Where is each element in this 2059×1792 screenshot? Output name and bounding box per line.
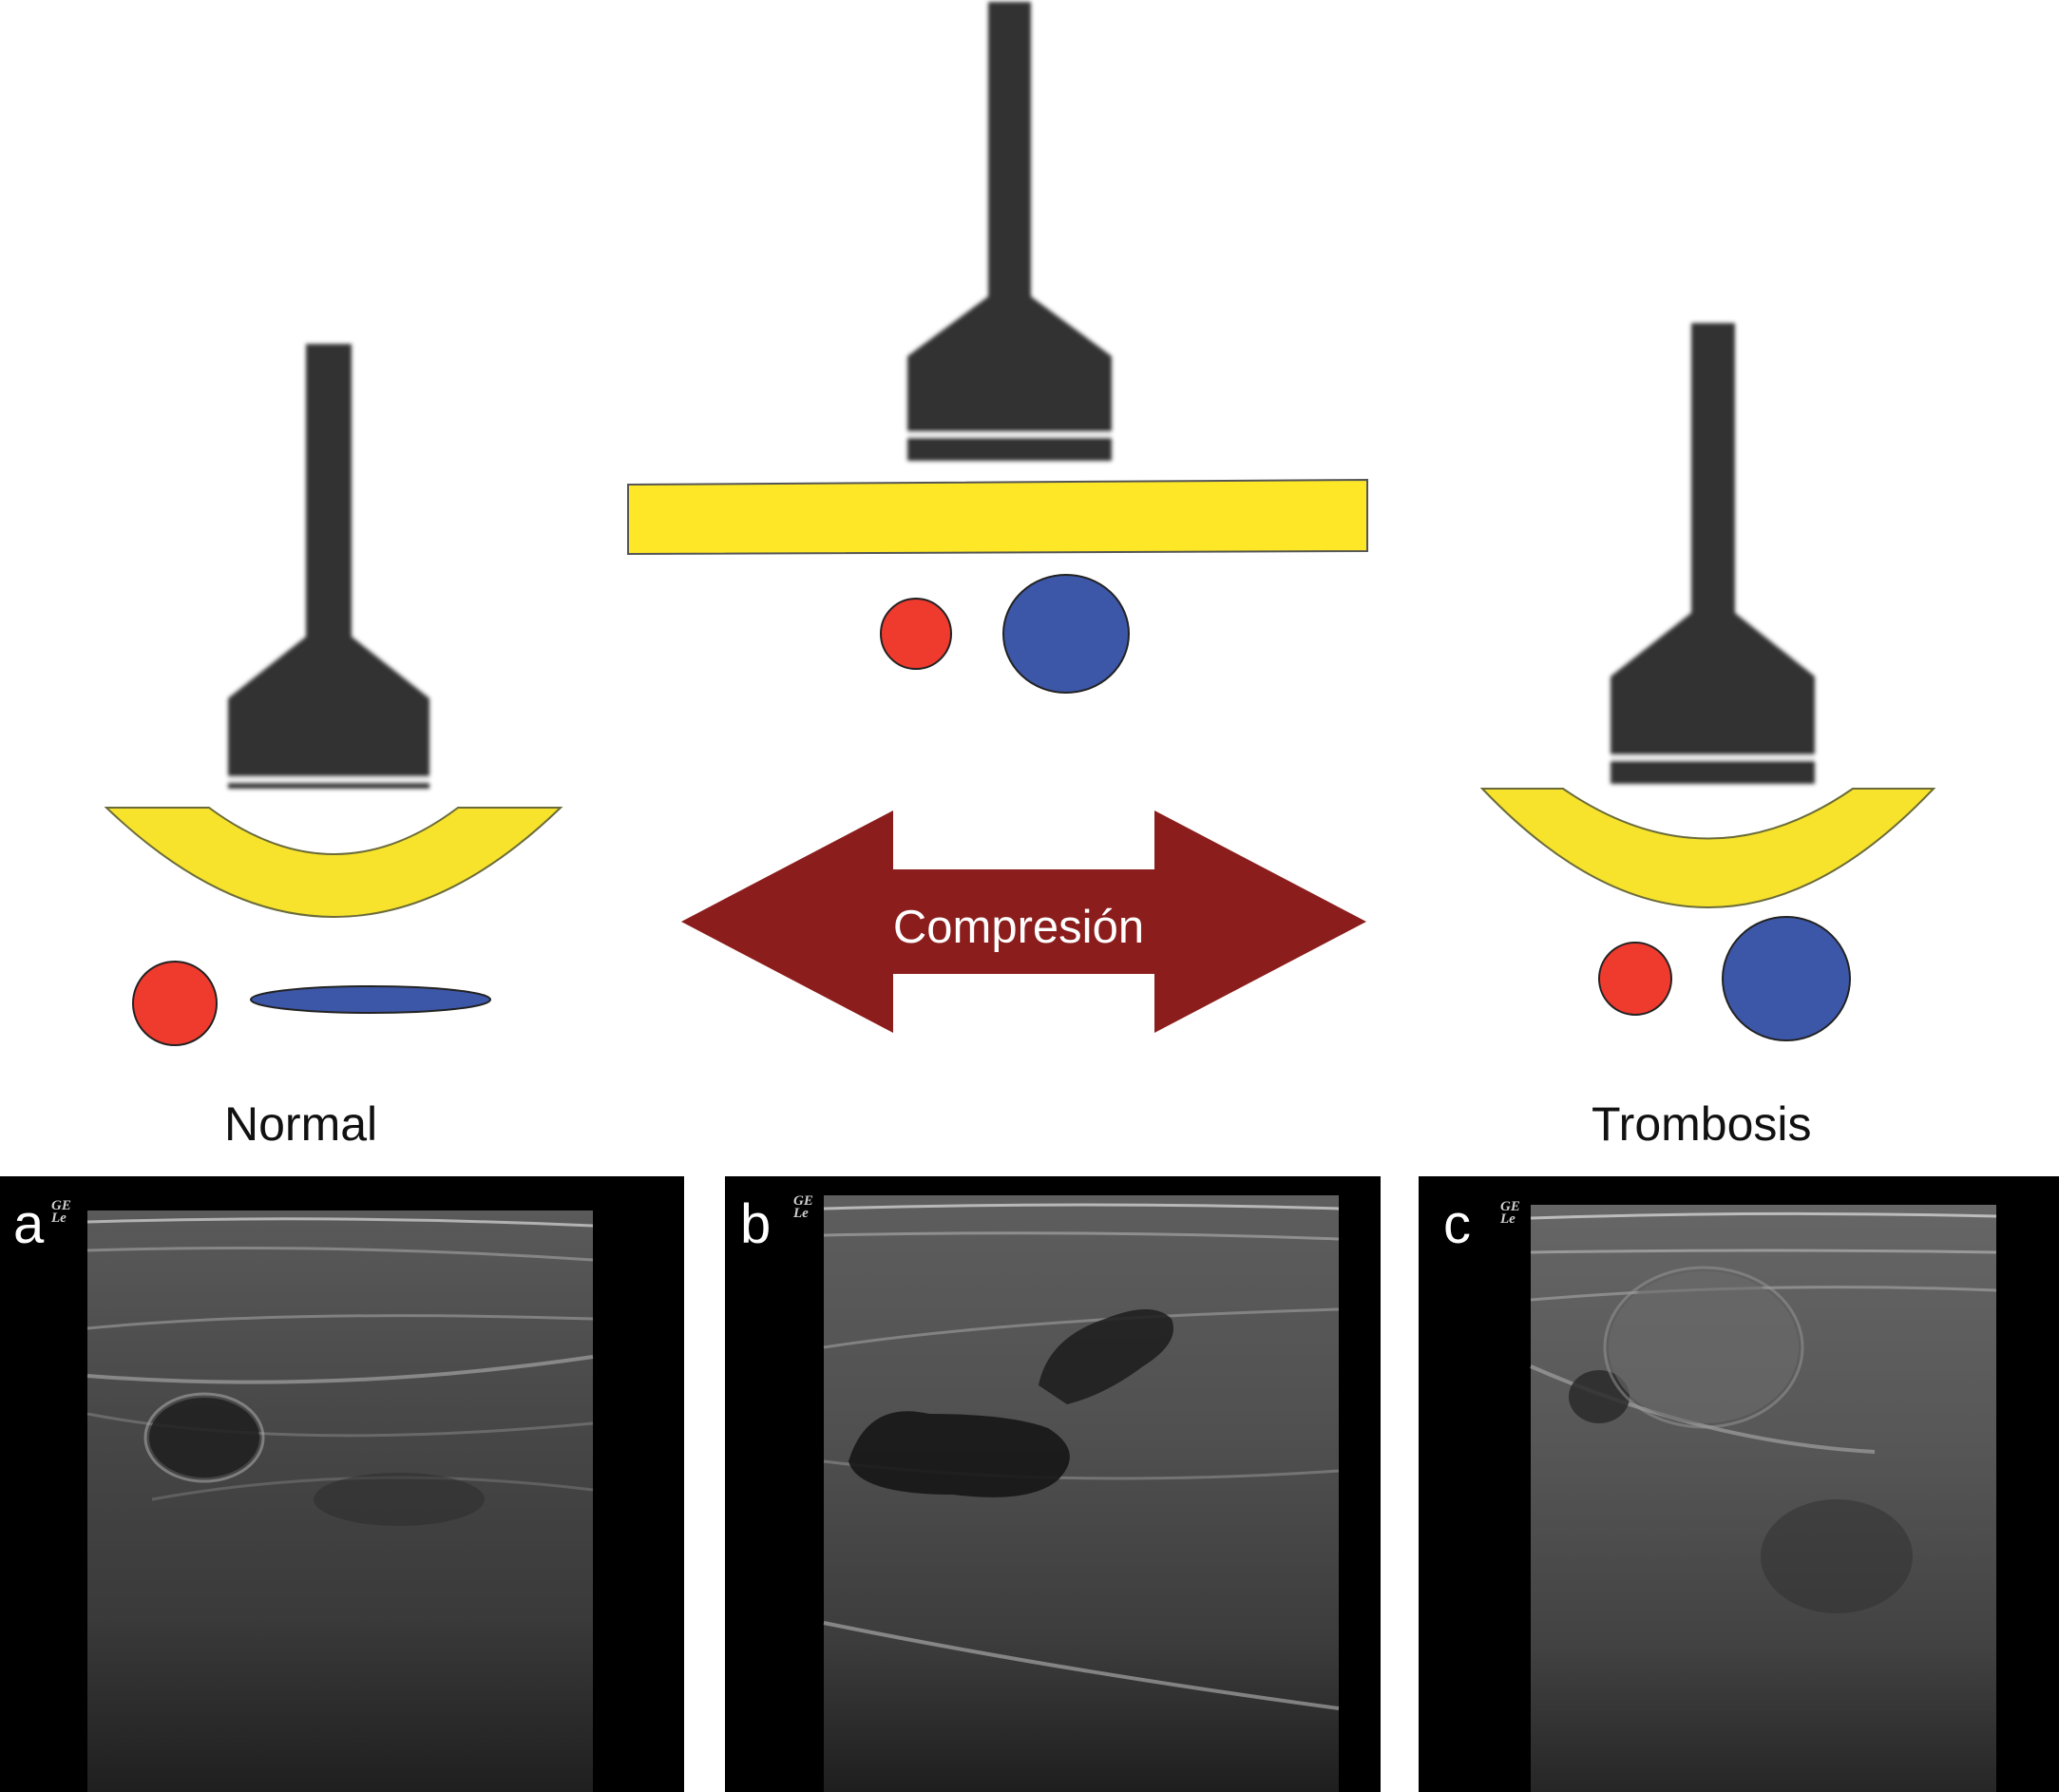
ultrasound-panel-b: b GE Le (725, 1176, 1381, 1792)
ge-logo-a: GE Le (51, 1200, 80, 1225)
caption-thrombosis: Trombosis (1592, 1100, 1812, 1148)
panel-letter-c: c (1443, 1197, 1471, 1252)
caption-normal: Normal (224, 1100, 377, 1148)
ge-logo-b: GE Le (793, 1195, 822, 1220)
panel-letter-b: b (740, 1197, 771, 1252)
ultrasound-panel-a: a GE Le (0, 1176, 684, 1792)
probe-left (228, 344, 429, 789)
ge-logo-bottom: Le (51, 1212, 80, 1225)
probe-center (907, 2, 1112, 461)
vein-center (1003, 575, 1129, 693)
ultrasound-panel-c: c GE Le (1419, 1176, 2059, 1792)
artery-center (881, 599, 951, 669)
ultrasound-image-a (0, 1176, 684, 1792)
artery-right (1599, 943, 1671, 1015)
ge-logo-c: GE Le (1500, 1201, 1529, 1226)
ultrasound-image-b (725, 1176, 1381, 1792)
probe-right (1611, 323, 1815, 784)
tissue-curved-right (1482, 789, 1934, 907)
vein-compressed-left (251, 986, 490, 1013)
artery-left (133, 962, 217, 1045)
ultrasound-image-c (1419, 1176, 2059, 1792)
tissue-flat-center (628, 480, 1367, 554)
arrow-label: Compresión (893, 902, 1144, 953)
panel-letter-a: a (13, 1197, 44, 1252)
vein-thrombosed-right (1723, 917, 1850, 1040)
ge-logo-bottom: Le (1500, 1213, 1529, 1226)
compression-diagram: Compresión (0, 0, 2059, 1169)
ge-logo-bottom: Le (793, 1208, 822, 1220)
tissue-curved-left (106, 808, 561, 917)
